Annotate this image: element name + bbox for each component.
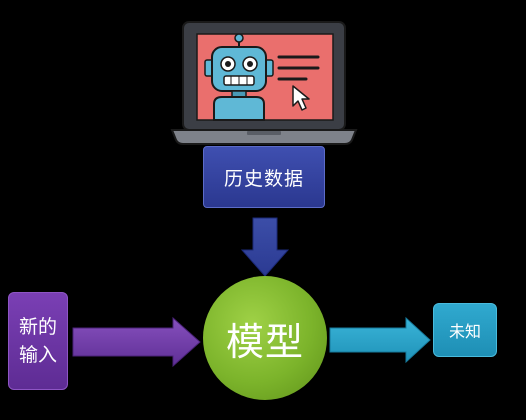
history-data-label: 历史数据 [223,167,304,190]
new-input-label: 新的输入 [18,316,57,366]
unknown-output-node: 未知 [433,303,497,357]
model-to-unknown-arrow [329,316,431,364]
unknown-label: 未知 [448,322,481,341]
history-to-model-arrow [240,217,290,277]
history-data-node: 历史数据 [203,146,325,208]
model-label: 模型 [225,319,304,364]
input-to-model-arrow [72,316,201,368]
model-node: 模型 [203,276,327,400]
new-input-node: 新的输入 [8,292,68,390]
